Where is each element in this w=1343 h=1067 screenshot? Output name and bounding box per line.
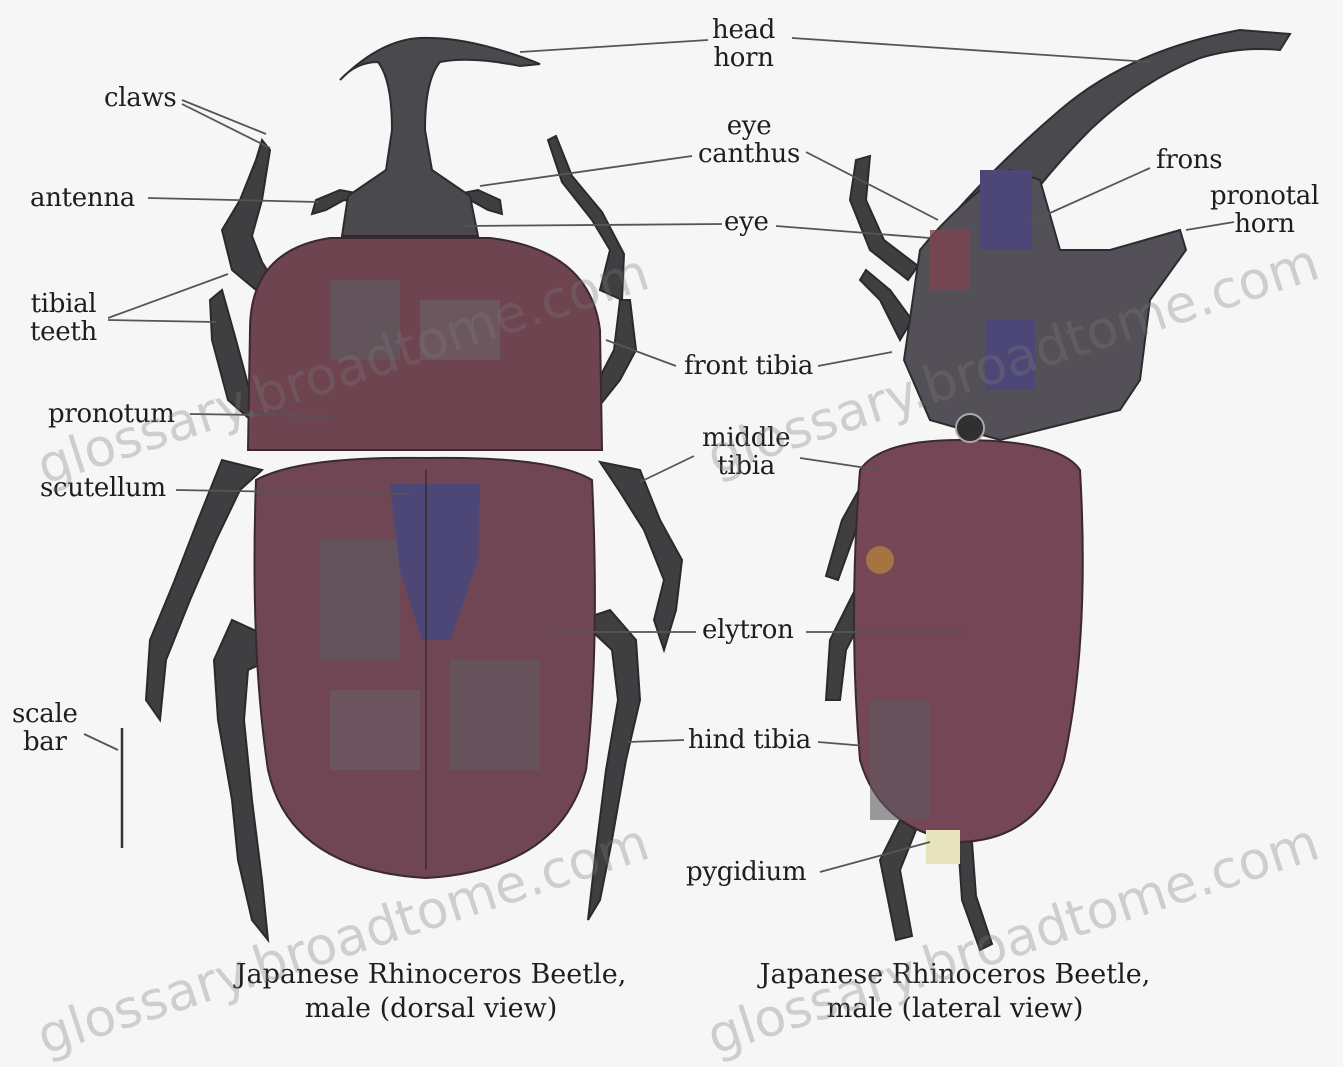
label-hind-tibia: hind tibia (688, 726, 811, 754)
label-eye: eye (724, 208, 769, 236)
label-scale-bar: scale bar (12, 700, 78, 756)
label-front-tibia: front tibia (684, 352, 813, 380)
label-pronotal-horn: pronotal horn (1210, 182, 1319, 238)
label-claws: claws (104, 84, 176, 112)
dorsal-beetle (146, 38, 682, 940)
label-tibial-teeth: tibial teeth (30, 290, 97, 346)
label-eye-canthus: eye canthus (698, 112, 800, 168)
label-head-horn: head horn (712, 16, 775, 72)
diagram-canvas: head horn claws antenna tibial teeth pro… (0, 0, 1343, 1033)
label-antenna: antenna (30, 184, 135, 212)
label-pygidium: pygidium (686, 858, 806, 886)
label-elytron: elytron (702, 616, 794, 644)
label-frons: frons (1156, 146, 1222, 174)
